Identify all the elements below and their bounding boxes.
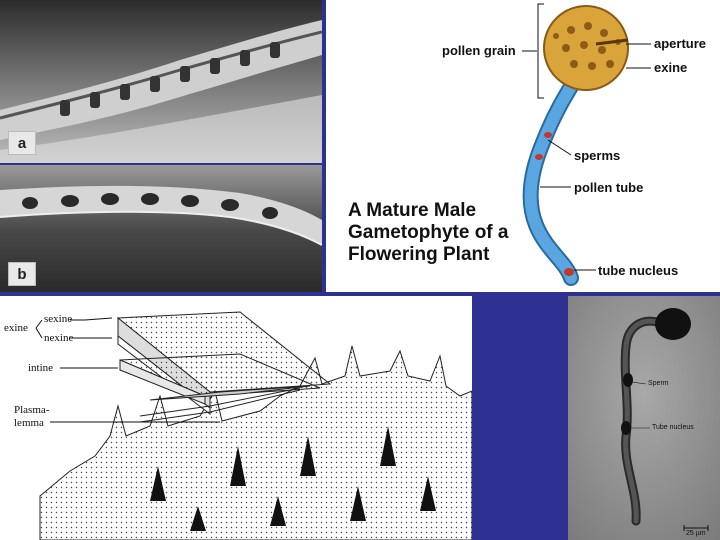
label-sexine: sexine <box>44 313 73 325</box>
pollen-micrograph: Sperm Tube nucleus 25 µm <box>568 296 720 540</box>
pollen-wall-diagram: sexine nexine exine intine Plasma- lemma <box>0 296 472 540</box>
label-pollen-grain: pollen grain <box>442 43 516 58</box>
micro-label-scale: 25 µm <box>686 530 706 537</box>
gametophyte-illustration <box>522 3 651 286</box>
sem-image-a: a <box>0 0 322 163</box>
label-tube-nucleus: tube nucleus <box>598 263 679 278</box>
micrograph-sperm <box>623 373 633 387</box>
micrograph-tube-nucleus <box>621 421 631 435</box>
aperture-mark <box>595 38 629 46</box>
micro-label-tube-nucleus: Tube nucleus <box>652 424 694 431</box>
pollen-micrograph-graphic <box>568 296 720 540</box>
micrograph-pollen-grain <box>655 308 691 340</box>
micro-label-sperm: Sperm <box>648 380 669 387</box>
sem-image-a-graphic <box>0 0 322 163</box>
label-plasmalemma-line2: lemma <box>14 417 44 429</box>
gametophyte-diagram: pollen grain aperture exine sperms polle… <box>326 0 720 292</box>
sperm-cell <box>544 132 552 138</box>
sem-label-a: a <box>8 131 36 155</box>
label-pollen-tube: pollen tube <box>574 180 644 195</box>
sperm-cell <box>535 154 543 160</box>
diagram-title: A Mature Male Gametophyte of a Flowering… <box>348 200 508 266</box>
pollen-wall-illustration <box>35 311 472 540</box>
label-sperms: sperms <box>574 148 621 163</box>
label-intine: intine <box>28 362 54 374</box>
tube-nucleus-cell <box>564 268 574 276</box>
sem-label-b: b <box>8 262 36 286</box>
label-plasmalemma-line1: Plasma- <box>14 404 50 416</box>
diagram-title-line1: A Mature Male <box>348 200 477 221</box>
label-aperture: aperture <box>654 36 707 51</box>
diagram-title-line3: Flowering Plant <box>348 244 490 265</box>
diagram-title-line2: Gametophyte of a <box>348 222 509 243</box>
sem-image-b-graphic <box>0 165 322 292</box>
label-wall-exine: exine <box>4 322 28 334</box>
sem-image-b: b <box>0 165 322 292</box>
label-exine: exine <box>654 60 688 75</box>
label-nexine: nexine <box>44 332 74 344</box>
